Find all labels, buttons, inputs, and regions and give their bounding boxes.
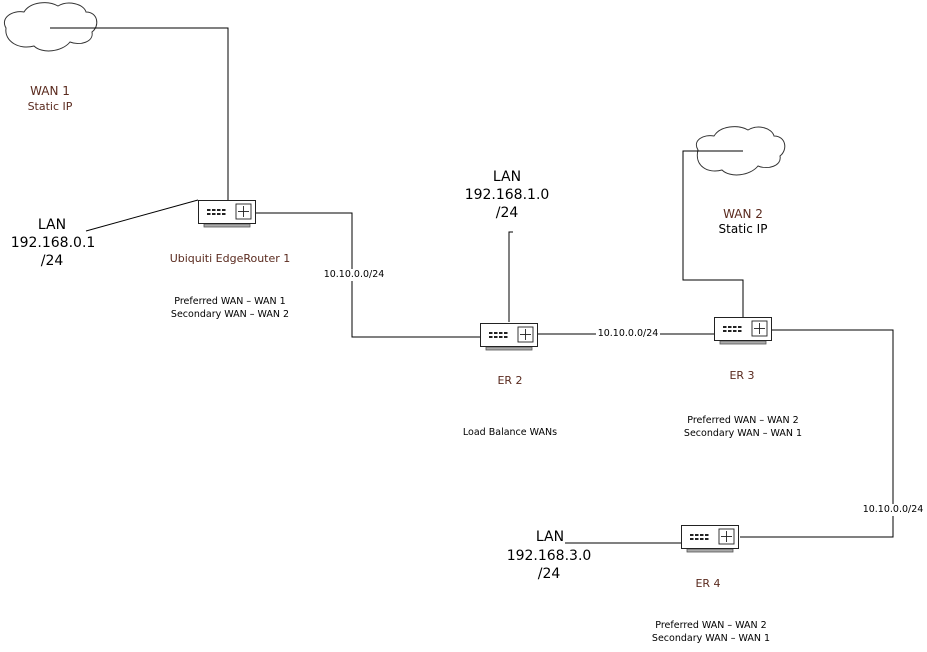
link-er3-er4: [740, 329, 894, 538]
link-label-er1-er2: 10.10.0.0/24: [322, 269, 386, 281]
lan-er4-ip: 192.168.3.0: [506, 548, 592, 564]
lan-er1-ip: 192.168.0.1: [10, 235, 96, 251]
link-label-er3-er4: 10.10.0.0/24: [861, 504, 925, 516]
router-icon: [714, 317, 772, 345]
router-er4-note-1: Preferred WAN – WAN 2: [655, 620, 767, 631]
lan-er4-title: LAN: [535, 529, 565, 545]
router-er3[interactable]: [714, 317, 772, 345]
router-icon: [681, 525, 739, 553]
router-er1[interactable]: [198, 200, 256, 228]
wan1-label: WAN 1: [30, 84, 70, 98]
lan-er4-mask: /24: [537, 566, 561, 582]
router-er1-note-1: Preferred WAN – WAN 1: [174, 296, 286, 307]
router-er1-note-2: Secondary WAN – WAN 2: [170, 309, 290, 320]
router-er4[interactable]: [681, 525, 739, 553]
link-lan0-er1: [85, 199, 199, 232]
lan-er2-title: LAN: [492, 169, 522, 185]
link-wan2-er3: [682, 150, 744, 318]
router-er2-note-1: Load Balance WANs: [462, 427, 558, 438]
router-er3-note-2: Secondary WAN – WAN 1: [683, 428, 803, 439]
router-er2[interactable]: [480, 323, 538, 351]
router-er1-name: Ubiquiti EdgeRouter 1: [169, 252, 291, 265]
lan-er2-ip: 192.168.1.0: [464, 187, 550, 203]
router-er3-name: ER 3: [729, 369, 755, 382]
router-icon: [198, 200, 256, 228]
wan2-sublabel: Static IP: [718, 222, 768, 236]
router-er4-name: ER 4: [695, 577, 721, 590]
lan-er1-mask: /24: [40, 253, 64, 269]
router-icon: [480, 323, 538, 351]
wan2-label: WAN 2: [723, 207, 763, 221]
router-er2-name: ER 2: [497, 374, 523, 387]
link-lan1-er2: [508, 231, 513, 322]
wan1-sublabel: Static IP: [27, 100, 73, 113]
link-label-er2-er3: 10.10.0.0/24: [596, 328, 660, 340]
lan-er1-title: LAN: [37, 217, 67, 233]
router-er4-note-2: Secondary WAN – WAN 1: [651, 633, 771, 644]
cloud-icon-wan1: [4, 2, 98, 52]
router-er3-note-1: Preferred WAN – WAN 2: [687, 415, 799, 426]
link-wan1-er1: [50, 27, 229, 214]
lan-er2-mask: /24: [495, 205, 519, 221]
